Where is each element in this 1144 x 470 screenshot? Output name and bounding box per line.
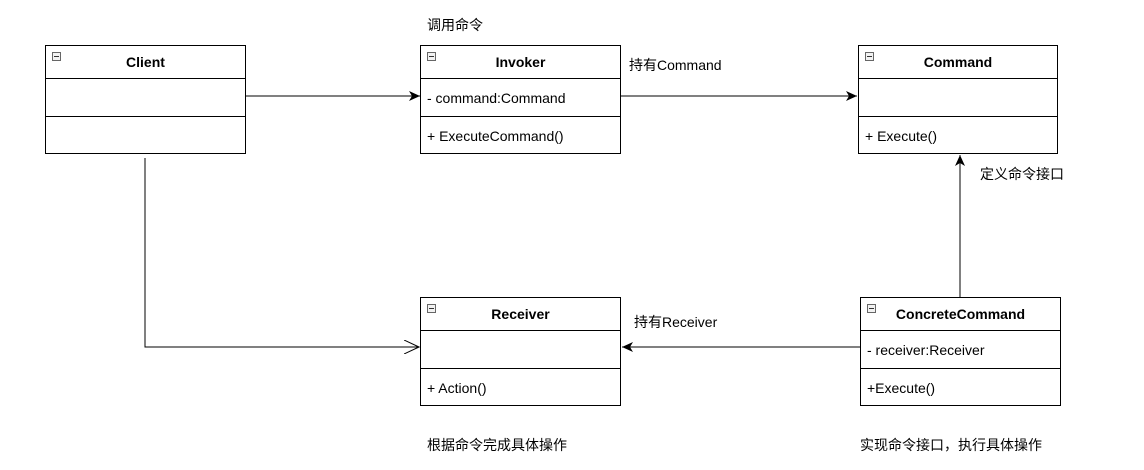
client-class[interactable]: Client bbox=[45, 45, 246, 154]
client-methods bbox=[46, 117, 245, 155]
receiver-class[interactable]: Receiver + Action() bbox=[420, 297, 621, 406]
receiver-attributes bbox=[421, 331, 620, 369]
command-class[interactable]: Command + Execute() bbox=[858, 45, 1058, 154]
concrete-command-methods: +Execute() bbox=[867, 380, 936, 396]
define-interface-label: 定义命令接口 bbox=[980, 166, 1064, 182]
concrete-command-note: 实现命令接口，执行具体操作 bbox=[860, 437, 1042, 453]
client-attributes bbox=[46, 79, 245, 117]
concrete-command-attributes: - receiver:Receiver bbox=[861, 331, 1060, 369]
invoker-class-header: Invoker bbox=[421, 46, 620, 79]
command-attributes bbox=[859, 79, 1057, 117]
client-class-header: Client bbox=[46, 46, 245, 79]
receiver-methods: + Action() bbox=[427, 380, 487, 396]
invoker-methods: + ExecuteCommand() bbox=[427, 128, 564, 144]
collapse-icon[interactable] bbox=[867, 304, 876, 313]
command-class-name: Command bbox=[923, 54, 993, 70]
invoker-class[interactable]: Invoker - command:Command + ExecuteComma… bbox=[420, 45, 621, 154]
client-to-receiver-dependency bbox=[144, 158, 419, 347]
invoker-class-name: Invoker bbox=[495, 54, 546, 70]
command-methods: + Execute() bbox=[865, 128, 937, 144]
concrete-command-class-name: ConcreteCommand bbox=[895, 306, 1026, 322]
receiver-class-name: Receiver bbox=[491, 306, 550, 322]
receiver-note: 根据命令完成具体操作 bbox=[427, 437, 567, 453]
collapse-icon[interactable] bbox=[52, 52, 61, 61]
collapse-icon[interactable] bbox=[865, 52, 874, 61]
invoke-command-label: 调用命令 bbox=[427, 17, 483, 33]
concrete-command-class-header: ConcreteCommand bbox=[861, 298, 1060, 331]
holds-receiver-label: 持有Receiver bbox=[634, 314, 718, 330]
concrete-command-class[interactable]: ConcreteCommand - receiver:Receiver +Exe… bbox=[860, 297, 1061, 406]
client-class-name: Client bbox=[126, 54, 165, 70]
receiver-class-header: Receiver bbox=[421, 298, 620, 331]
collapse-icon[interactable] bbox=[427, 52, 436, 61]
invoker-attributes: - command:Command bbox=[421, 79, 620, 117]
holds-command-label: 持有Command bbox=[629, 57, 722, 73]
command-class-header: Command bbox=[859, 46, 1057, 79]
collapse-icon[interactable] bbox=[427, 304, 436, 313]
